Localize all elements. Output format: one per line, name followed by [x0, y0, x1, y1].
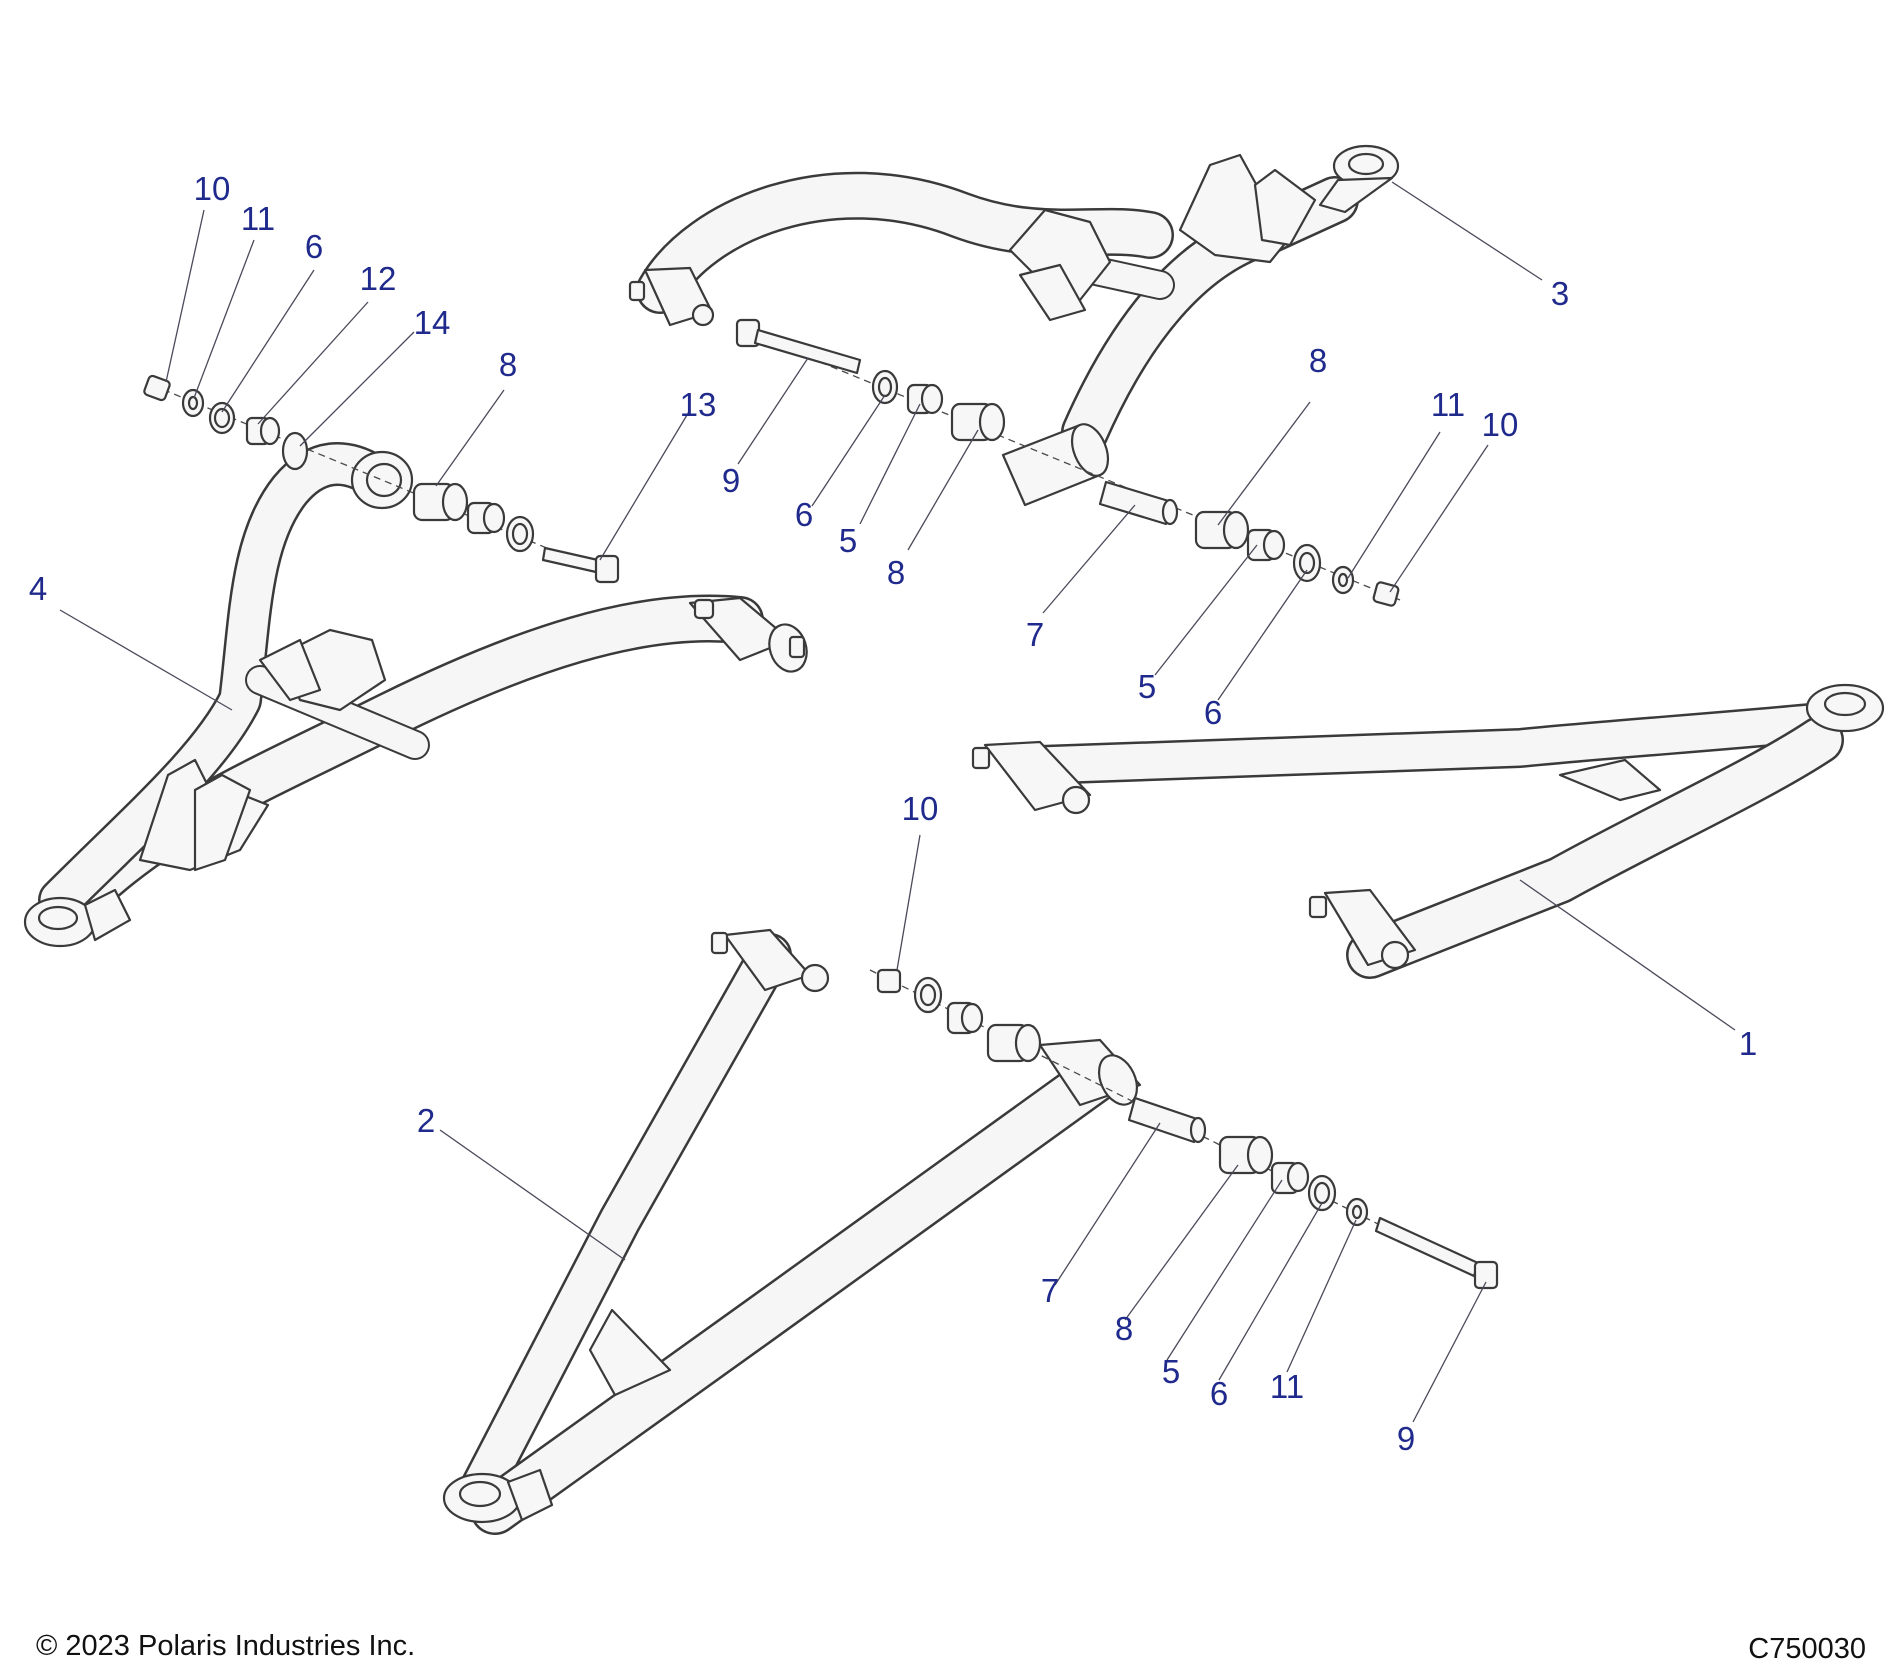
callout-6: 6	[305, 228, 323, 265]
callout-6: 6	[795, 496, 813, 533]
callout-8: 8	[887, 554, 905, 591]
callout-9: 9	[1397, 1420, 1415, 1457]
callout-8: 8	[1309, 342, 1327, 379]
callout-1: 1	[1739, 1025, 1757, 1062]
callout-5: 5	[839, 522, 857, 559]
diagram-code: C750030	[1748, 1633, 1866, 1665]
callout-8: 8	[499, 346, 517, 383]
upper-right-hardware-stack	[735, 318, 1401, 607]
callout-7: 7	[1041, 1272, 1059, 1309]
callout-11: 11	[241, 200, 275, 237]
callout-2: 2	[417, 1102, 435, 1139]
callout-5: 5	[1162, 1353, 1180, 1390]
lower-hardware-stack	[869, 968, 1499, 1290]
callout-6: 6	[1204, 694, 1222, 731]
callout-11: 11	[1431, 386, 1465, 423]
lower-right-a-arm	[971, 683, 1885, 979]
callout-12: 12	[360, 260, 397, 297]
upper-left-a-arm	[23, 442, 808, 948]
callout-5: 5	[1138, 668, 1156, 705]
callout-numbers: 3 4 1 2 10 11 6 12 14 8 13 9 6 5 8 7 8 5…	[29, 170, 1757, 1457]
upper-right-a-arm	[628, 144, 1400, 507]
callout-10: 10	[1482, 406, 1519, 443]
callout-11: 11	[1270, 1368, 1304, 1405]
callout-14: 14	[414, 304, 451, 341]
callout-3: 3	[1551, 275, 1569, 312]
callout-7: 7	[1026, 616, 1044, 653]
callout-13: 13	[680, 386, 717, 423]
callout-6: 6	[1210, 1375, 1228, 1412]
lower-left-a-arm	[442, 928, 1142, 1535]
callout-10: 10	[902, 790, 939, 827]
leader-lines	[59, 181, 1736, 1423]
upper-left-hardware-stack	[143, 374, 620, 584]
callout-9: 9	[722, 462, 740, 499]
copyright-notice: © 2023 Polaris Industries Inc.	[36, 1630, 416, 1662]
callout-10: 10	[194, 170, 231, 207]
callout-8: 8	[1115, 1310, 1133, 1347]
callout-4: 4	[29, 570, 47, 607]
